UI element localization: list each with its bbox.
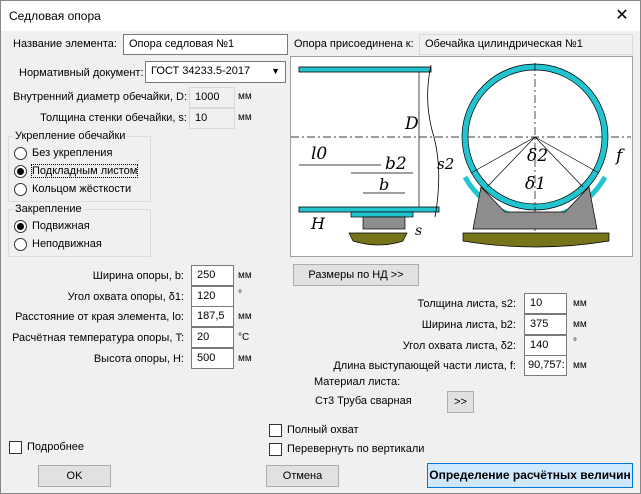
support-angle-label: Угол охвата опоры, δ1: xyxy=(67,291,184,303)
label-f: f xyxy=(614,146,625,166)
foundation-side xyxy=(348,232,408,246)
details-checkbox[interactable]: Подробнее xyxy=(9,439,84,455)
shell-top-wall xyxy=(298,66,432,73)
edge-distance-label: Расстояние от края элемента, lo: xyxy=(15,311,184,323)
support-height-unit: мм xyxy=(238,353,252,364)
sheet-width-unit: мм xyxy=(573,319,587,330)
diameter-label: Внутренний диаметр обечайки, D: xyxy=(13,91,187,103)
sheet-length-label: Длина выступающей части листа, f: xyxy=(333,360,516,372)
sheet-length-input[interactable]: 90,757: xyxy=(524,355,567,376)
norm-doc-select[interactable]: ГОСТ 34233.5-2017 ▼ xyxy=(145,61,286,83)
checkbox-box[interactable] xyxy=(269,442,282,456)
chevron-down-icon[interactable]: ▼ xyxy=(271,66,280,76)
sheet-angle-unit: ° xyxy=(573,337,577,348)
support-width-label: Ширина опоры, b: xyxy=(92,270,184,282)
sheet-material-field: Ст3 Труба сварная xyxy=(309,391,443,412)
label-b2: b2 xyxy=(385,154,407,174)
sheet-width-label: Ширина листа, b2: xyxy=(421,319,516,331)
label-delta1: δ1 xyxy=(525,174,546,194)
radio-label: Без укрепления xyxy=(32,147,113,159)
label-D: D xyxy=(404,114,419,134)
radio-button[interactable] xyxy=(14,237,27,251)
flip-vertical-checkbox[interactable]: Перевернуть по вертикали xyxy=(269,441,424,457)
sheet-thickness-input[interactable]: 10 xyxy=(524,293,567,314)
attached-to-label: Опора присоединена к: xyxy=(294,38,414,50)
window-title: Седловая опора xyxy=(9,9,101,23)
saddle-side xyxy=(362,216,406,230)
reinforcement-title: Укрепление обечайки xyxy=(13,130,128,142)
radio-button-selected[interactable] xyxy=(14,219,27,233)
support-angle-unit: ° xyxy=(238,289,242,300)
sheet-width-input[interactable]: 375 xyxy=(524,314,567,335)
label-delta2: δ2 xyxy=(527,146,548,166)
edge-distance-input[interactable]: 187,5 xyxy=(191,306,234,327)
saddle-diagram: D l0 b2 b H s xyxy=(291,63,631,248)
foundation-section xyxy=(462,232,610,248)
checkbox-box[interactable] xyxy=(269,423,282,437)
saddle-drawing: D l0 b2 b H s xyxy=(290,56,633,257)
norm-doc-value: ГОСТ 34233.5-2017 xyxy=(151,65,251,77)
attached-to-field: Обечайка цилиндрическая №1 xyxy=(419,34,633,55)
label-b: b xyxy=(379,175,389,194)
compute-button[interactable]: Определение расчётных величин xyxy=(427,463,633,488)
sheet-material-label: Материал листа: xyxy=(314,376,401,388)
shell-thickness-unit: мм xyxy=(238,112,252,123)
checkbox-box[interactable] xyxy=(9,440,22,454)
diameter-field: 1000 xyxy=(189,87,235,108)
sheet-thickness-unit: мм xyxy=(573,298,587,309)
radio-stiffening-ring[interactable]: Кольцом жёсткости xyxy=(14,181,131,197)
close-icon[interactable]: ✕ xyxy=(615,7,629,24)
norm-doc-label: Нормативный документ: xyxy=(19,67,144,79)
cancel-button[interactable]: Отмена xyxy=(266,465,339,487)
checkbox-label: Перевернуть по вертикали xyxy=(287,443,425,455)
radio-button[interactable] xyxy=(14,146,27,160)
title-bar: Седловая опора ✕ xyxy=(1,1,640,31)
saddle-section xyxy=(472,186,598,230)
diameter-unit: мм xyxy=(238,91,252,102)
radio-button[interactable] xyxy=(14,182,27,196)
radio-fixed[interactable]: Неподвижная xyxy=(14,236,102,252)
label-s: s xyxy=(415,223,422,239)
shell-thickness-field: 10 xyxy=(189,108,235,129)
radio-movable[interactable]: Подвижная xyxy=(14,218,90,234)
radio-label: Неподвижная xyxy=(32,238,102,250)
support-width-unit: мм xyxy=(238,270,252,281)
break-line xyxy=(427,64,440,218)
checkbox-label: Полный охват xyxy=(287,424,359,436)
temperature-input[interactable]: 20 xyxy=(191,327,234,348)
edge-distance-unit: мм xyxy=(238,311,252,322)
label-l0: l0 xyxy=(311,144,327,164)
checkbox-label: Подробнее xyxy=(27,441,85,453)
sheet-thickness-label: Толщина листа, s2: xyxy=(417,298,516,310)
shell-bottom-wall xyxy=(298,206,440,213)
pad-sheet-side xyxy=(350,211,414,218)
radio-button-selected[interactable] xyxy=(14,164,27,178)
support-width-input[interactable]: 250 xyxy=(191,265,234,286)
radio-no-reinforcement[interactable]: Без укрепления xyxy=(14,145,112,161)
full-wrap-checkbox[interactable]: Полный охват xyxy=(269,422,359,438)
temperature-unit: °C xyxy=(238,332,250,343)
sheet-material-button[interactable]: >> xyxy=(447,391,474,413)
support-height-label: Высота опоры, H: xyxy=(93,353,184,365)
temperature-label: Расчётная температура опоры, T: xyxy=(12,332,184,344)
radio-label: Подвижная xyxy=(32,220,90,232)
element-name-input[interactable]: Опора седловая №1 xyxy=(123,34,288,55)
ok-button[interactable]: OK xyxy=(38,465,111,487)
dims-by-standard-button[interactable]: Размеры по НД >> xyxy=(293,264,419,286)
label-H: H xyxy=(310,214,326,233)
support-height-input[interactable]: 500 xyxy=(191,348,234,369)
radio-label: Кольцом жёсткости xyxy=(32,183,132,195)
sheet-angle-label: Угол охвата листа, δ2: xyxy=(402,340,516,352)
element-name-label: Название элемента: xyxy=(13,38,117,50)
sheet-length-unit: мм xyxy=(573,360,587,371)
shell-thickness-label: Толщина стенки обечайки, s: xyxy=(40,112,187,124)
support-angle-input[interactable]: 120 xyxy=(191,286,234,307)
label-s2: s2 xyxy=(437,155,454,173)
radio-label: Подкладным листом xyxy=(30,164,139,178)
sheet-angle-input[interactable]: 140 xyxy=(524,335,567,356)
radio-pad-sheet[interactable]: Подкладным листом xyxy=(14,163,139,179)
fixing-title: Закрепление xyxy=(13,203,84,215)
